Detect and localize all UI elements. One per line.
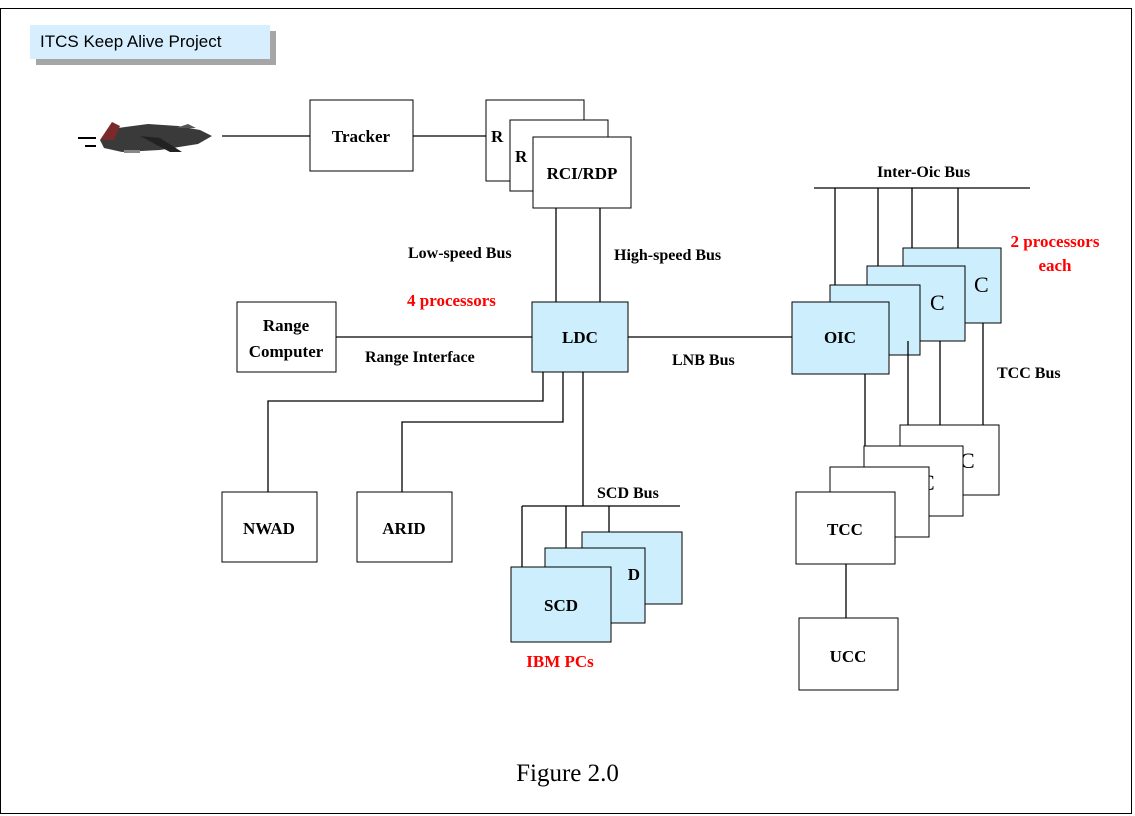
range-computer-label-1: Range [263,316,310,335]
high-speed-bus-label: High-speed Bus [614,247,721,264]
figure-caption: Figure 2.0 [516,760,619,787]
tcc-back2-label: C [960,448,975,473]
scd-bus-label: SCD Bus [597,485,659,502]
tcc-box [795,491,896,565]
rci-rdp-label: RCI/RDP [547,164,618,183]
slide-frame [0,8,1132,814]
two-processors-label-2: each [1038,256,1072,275]
oic-box [791,301,890,375]
inter-oic-bus-label: Inter-Oic Bus [877,164,970,181]
rci-rdp-back1-label: R [515,147,528,166]
ibm-pcs-label: IBM PCs [526,652,594,671]
scd-label: SCD [544,596,578,615]
oic-back1-label: C [930,290,945,315]
tracker-label: Tracker [332,127,391,146]
rci-rdp-back2-label: R [491,127,504,146]
ucc-label: UCC [830,647,867,666]
range-interface-label: Range Interface [365,349,475,366]
ldc-label: LDC [562,328,598,347]
rci-rdp-box [532,136,632,209]
lnb-bus-label: LNB Bus [672,352,735,369]
oic-label: OIC [824,328,856,347]
arid-label: ARID [382,519,425,538]
low-speed-bus-label: Low-speed Bus [408,245,512,262]
tracker-box [309,99,414,172]
range-computer-box [236,301,337,373]
nwad-box [221,491,318,563]
range-computer-label-2: Computer [249,342,324,361]
title-tag: ITCS Keep Alive Project [30,25,270,59]
nwad-label: NWAD [243,519,295,538]
tcc-label: TCC [827,520,863,539]
fighter-jet-icon [78,122,310,153]
oic-back2-label: C [974,272,989,297]
ucc-box [798,617,899,691]
tcc-bus-label: TCC Bus [997,365,1061,382]
two-processors-label-1: 2 processors [1011,232,1100,251]
ldc-box [531,301,629,373]
scd-box [510,566,612,643]
arid-box [356,491,453,563]
four-processors-label: 4 processors [407,291,496,310]
scd-back-label: D [628,565,640,584]
